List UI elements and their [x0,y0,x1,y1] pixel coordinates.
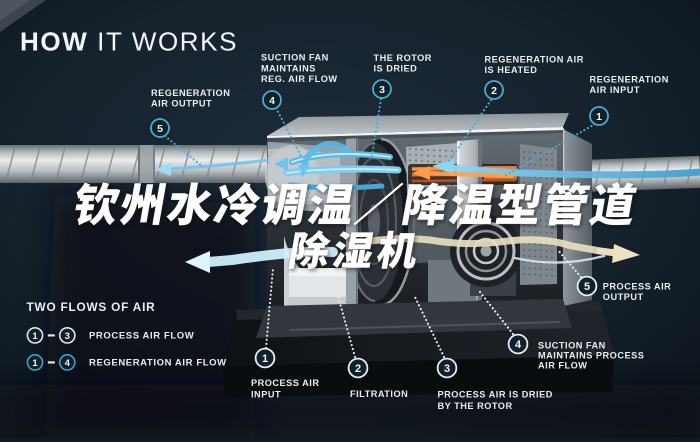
svg-text:3: 3 [444,363,450,375]
svg-text:5: 5 [157,123,163,135]
svg-text:4: 4 [65,358,71,369]
svg-text:1: 1 [32,358,38,369]
svg-text:2: 2 [355,363,361,375]
svg-text:4: 4 [269,95,275,107]
svg-text:FILTRATION: FILTRATION [350,389,408,399]
svg-text:2: 2 [491,85,497,97]
svg-text:1: 1 [262,353,268,365]
svg-text:REGENERATION AIR FLOW: REGENERATION AIR FLOW [89,358,227,369]
svg-text:1: 1 [596,111,602,123]
svg-text:HOW IT WORKS: HOW IT WORKS [20,27,238,57]
svg-text:1: 1 [32,331,38,342]
svg-text:TWO FLOWS OF AIR: TWO FLOWS OF AIR [27,300,156,314]
svg-text:PROCESS AIR FLOW: PROCESS AIR FLOW [89,331,194,342]
svg-text:3: 3 [379,84,385,96]
svg-text:5: 5 [584,281,590,293]
svg-text:3: 3 [65,331,70,342]
svg-text:4: 4 [515,339,522,351]
